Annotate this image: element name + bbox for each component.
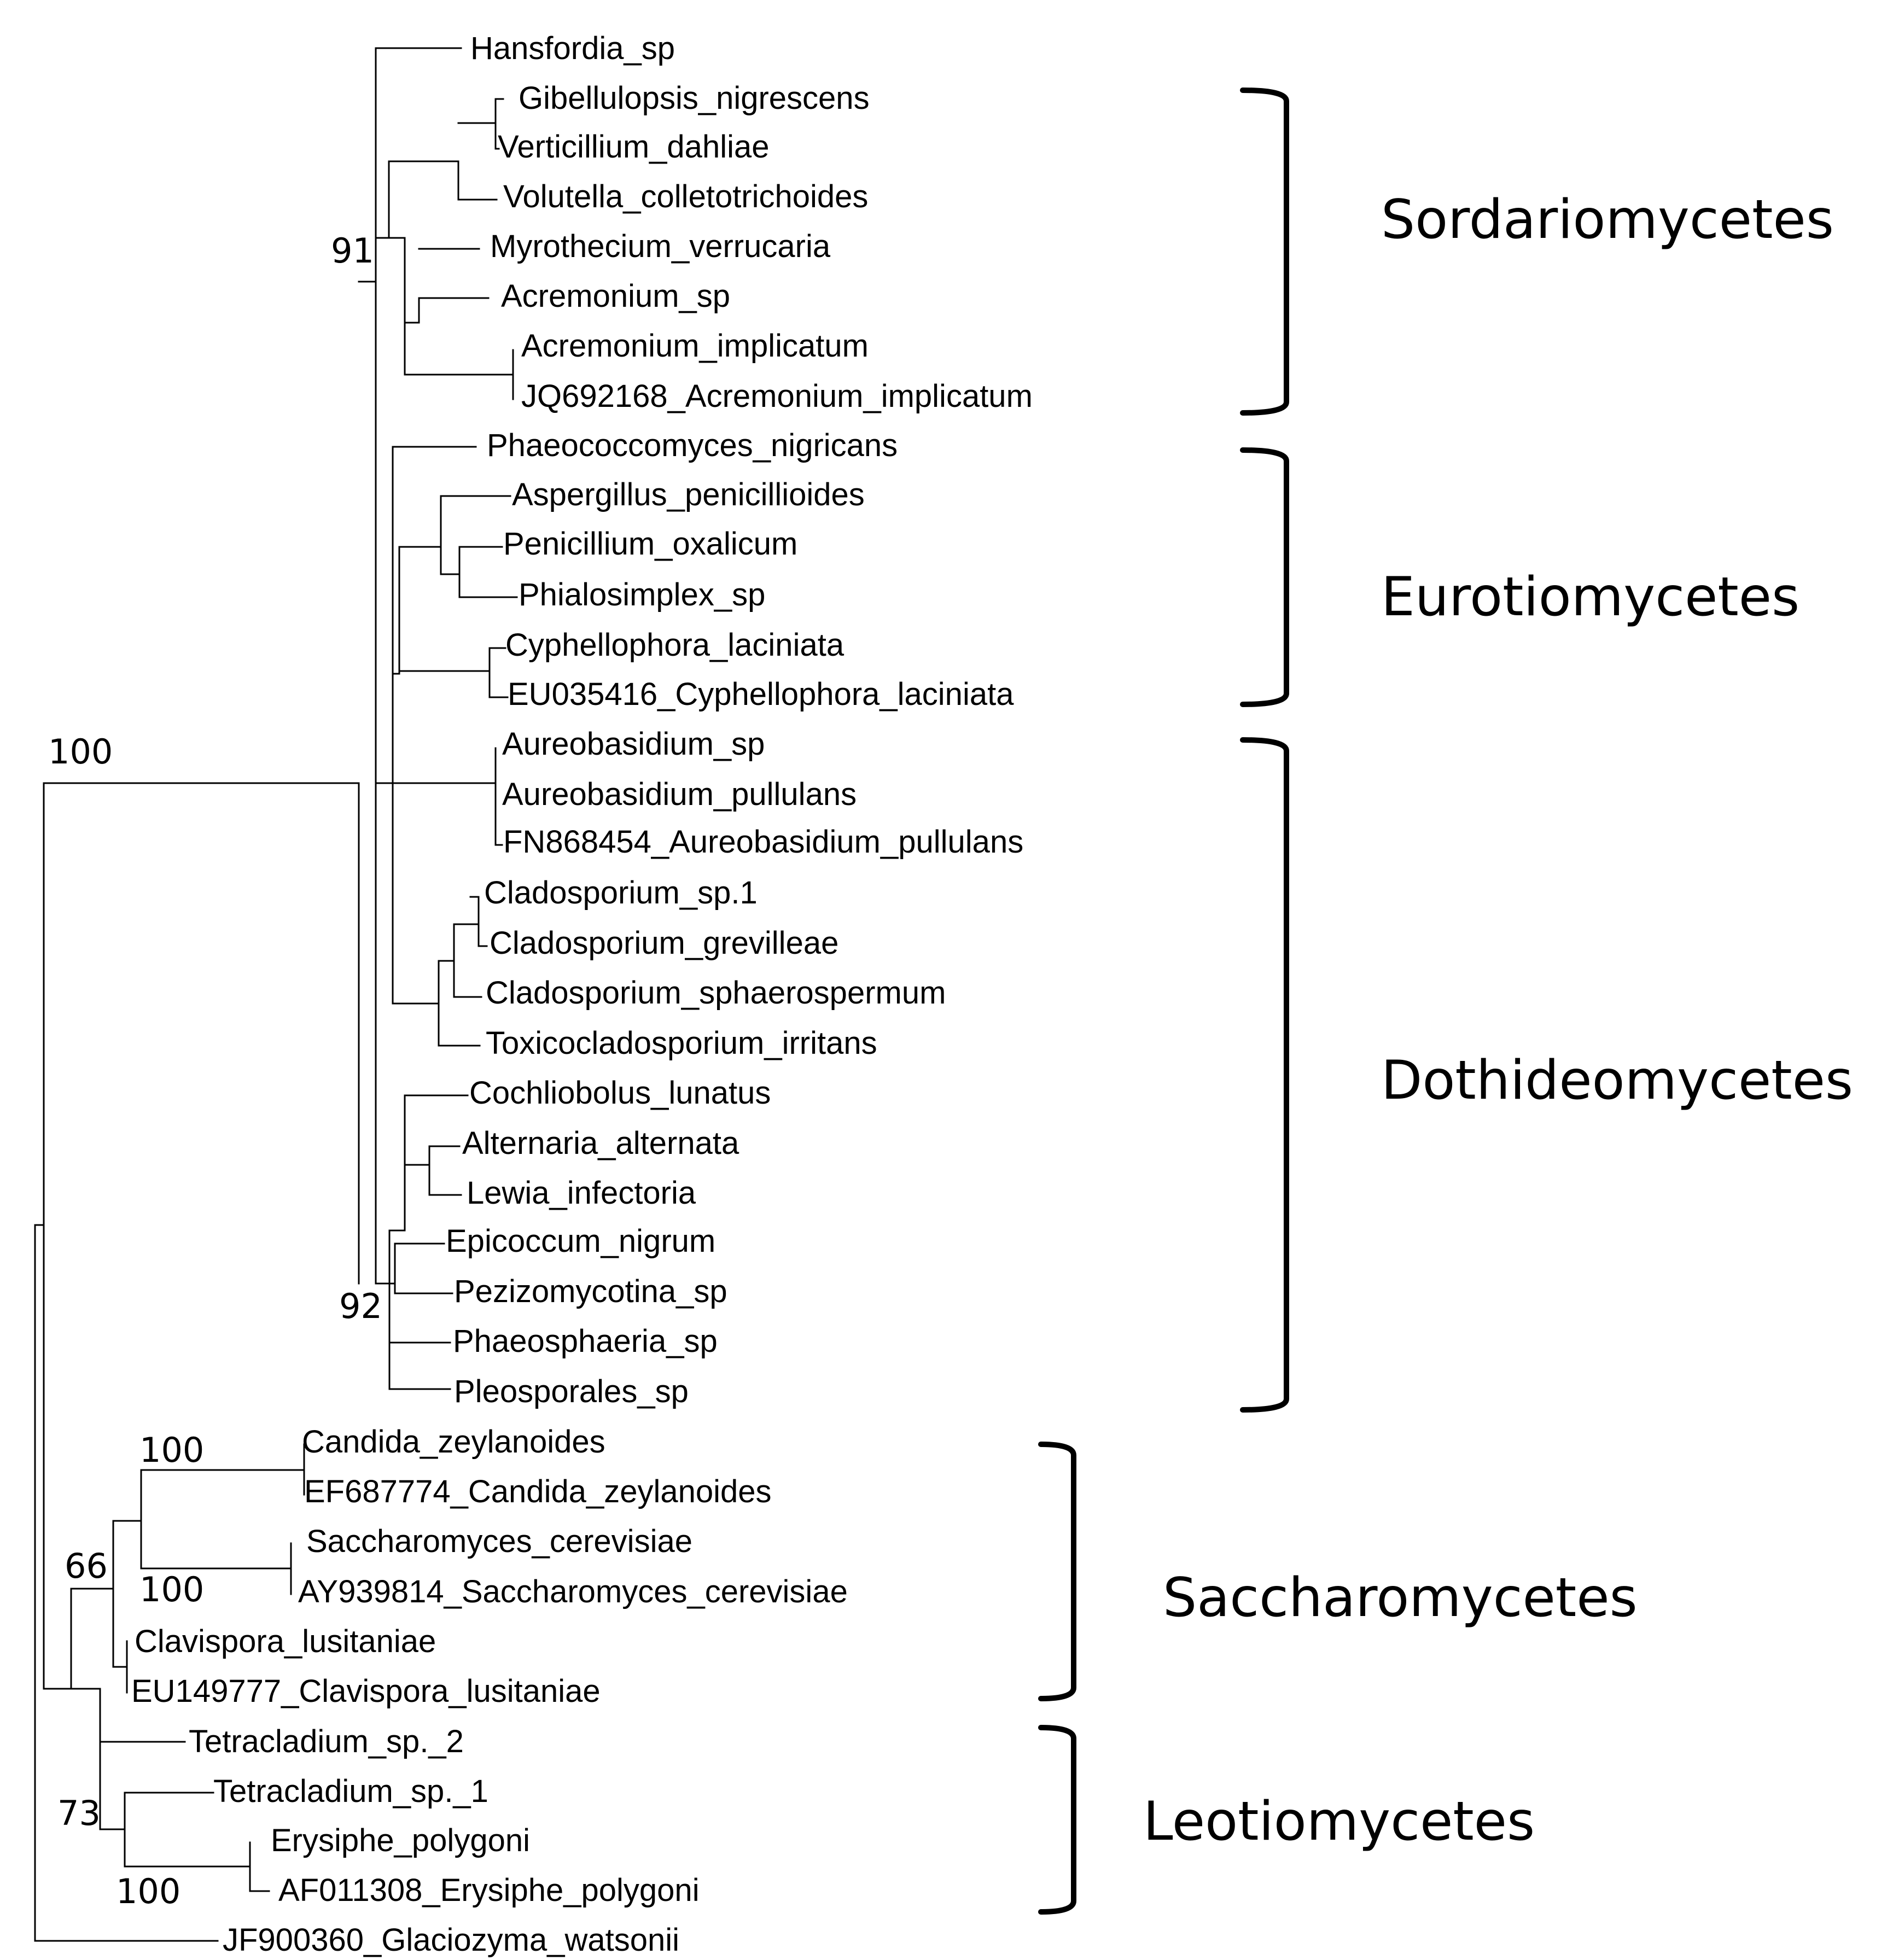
taxon-label: Phaeosphaeria_sp <box>453 1323 718 1359</box>
support-values: 100 91 92 100 100 66 73 100 <box>48 231 382 1911</box>
taxon-label: Cyphellophora_laciniata <box>505 627 844 663</box>
taxon-label: AF011308_Erysiphe_polygoni <box>278 1872 700 1908</box>
taxon-labels: Hansfordia_sp Gibellulopsis_nigrescens V… <box>131 31 1033 1958</box>
branch-erysiphe-2 <box>249 1865 270 1892</box>
taxon-label: Cladosporium_grevilleae <box>490 925 838 961</box>
branch-clavispora <box>112 1588 128 1668</box>
taxon-label: Alternaria_alternata <box>462 1125 739 1161</box>
taxon-label: Gibellulopsis_nigrescens <box>519 80 870 116</box>
clade-brackets <box>1038 88 1289 1915</box>
branch-acremonium-sp <box>404 322 514 376</box>
branch-aureobasidium <box>392 673 497 784</box>
taxon-label: Tetracladium_sp._2 <box>189 1724 464 1759</box>
branch-acremonium-group <box>388 237 490 324</box>
taxon-label: Phialosimplex_sp <box>519 577 765 612</box>
branch-cladosporium-sp1 <box>469 896 488 947</box>
taxon-label: Pleosporales_sp <box>454 1374 689 1409</box>
support-value: 66 <box>65 1546 108 1586</box>
taxon-label: Aureobasidium_pullulans <box>502 777 857 812</box>
branch-gibellulopsis <box>494 98 500 150</box>
taxon-label: Phaeococcomyces_nigricans <box>487 428 898 463</box>
taxon-label: AY939814_Saccharomyces_cerevisiae <box>298 1574 848 1609</box>
bracket-dothideomycetes <box>1240 737 1289 1413</box>
taxon-label: Hansfordia_sp <box>470 31 675 66</box>
bracket-leotiomycetes <box>1038 1725 1076 1915</box>
support-value: 73 <box>57 1793 101 1833</box>
clade-label-eurotiomycetes: Eurotiomycetes <box>1381 566 1799 628</box>
taxon-label: Candida_zeylanoides <box>302 1424 605 1460</box>
branch-pezizomycotina-sp <box>394 1242 453 1294</box>
support-value: 92 <box>339 1286 382 1326</box>
branch-erysiphe <box>124 1828 251 1868</box>
taxon-label: EU035416_Cyphellophora_laciniata <box>508 676 1014 712</box>
taxon-label: Tetracladium_sp._1 <box>213 1774 488 1809</box>
clade-label-saccharomycetes: Saccharomycetes <box>1163 1567 1638 1629</box>
taxon-label: Cochliobolus_lunatus <box>469 1075 771 1111</box>
taxon-label: Saccharomyces_cerevisiae <box>306 1524 692 1559</box>
branch-alternaria <box>404 1145 461 1166</box>
branch-node-verticillium <box>457 98 504 124</box>
taxon-label: Verticillium_dahliae <box>498 129 769 165</box>
support-value: 91 <box>331 231 374 271</box>
branch-cladosporium-grevilleae <box>453 960 482 998</box>
branch-root-outgroup <box>34 1224 219 1942</box>
taxon-label: Aspergillus_penicillioides <box>512 477 865 512</box>
taxon-label: Myrothecium_verrucaria <box>490 229 831 264</box>
clade-label-dothideomycetes: Dothideomycetes <box>1381 1049 1853 1112</box>
taxon-label: Toxicocladosporium_irritans <box>486 1025 877 1061</box>
branch-epicoccum <box>388 1242 445 1285</box>
tree-branches <box>34 47 518 1942</box>
taxon-label: FN868454_Aureobasidium_pullulans <box>503 824 1023 860</box>
support-value: 100 <box>139 1430 204 1470</box>
branch-leotiomycetes <box>70 1588 186 1743</box>
taxon-label: Cladosporium_sphaerospermum <box>486 975 946 1011</box>
branch-cladosporium-node <box>392 782 480 1005</box>
taxon-label: Lewia_infectoria <box>467 1175 696 1211</box>
taxon-label: Acremonium_sp <box>501 278 730 314</box>
taxon-label: Cladosporium_sp.1 <box>484 875 758 911</box>
branch-pleosporales-node <box>375 782 391 1285</box>
taxon-label: Penicillium_oxalicum <box>503 526 797 562</box>
branch-aureobasidium-2 <box>494 782 503 846</box>
clade-label-leotiomycetes: Leotiomycetes <box>1143 1790 1535 1853</box>
branch-cladosporium-sphaerospermum <box>438 1002 481 1047</box>
taxon-label: Volutella_colletotrichoides <box>503 179 868 214</box>
taxon-label: Pezizomycotina_sp <box>454 1274 727 1309</box>
taxon-label: Clavispora_lusitaniae <box>135 1624 436 1659</box>
taxon-label: Erysiphe_polygoni <box>271 1823 530 1858</box>
taxon-label: Epicoccum_nigrum <box>446 1223 715 1259</box>
bracket-sordariomycetes <box>1240 88 1289 416</box>
taxon-label: EF687774_Candida_zeylanoides <box>304 1474 772 1509</box>
branch-saccharomyces-group <box>140 1520 292 1570</box>
taxon-label: JF900360_Glaciozyma_watsonii <box>223 1922 679 1958</box>
bracket-eurotiomycetes <box>1240 447 1289 707</box>
support-value: 100 <box>116 1871 180 1911</box>
branch-aspergillus-group <box>398 495 511 548</box>
taxon-label: EU149777_Clavispora_lusitaniae <box>131 1673 601 1709</box>
clade-label-sordariomycetes: Sordariomycetes <box>1381 189 1834 251</box>
branch-penicillium-group <box>440 546 503 575</box>
branch-eurotiomycetes-node <box>392 546 400 675</box>
support-value: 100 <box>48 732 113 772</box>
branch-backbone <box>375 446 477 784</box>
branch-sordariomycetes <box>375 160 462 239</box>
branch-cyphellophora <box>398 573 506 672</box>
taxon-label: Aureobasidium_sp <box>502 726 765 762</box>
support-value: 100 <box>139 1570 204 1609</box>
branch-cochliobolus <box>388 1094 469 1232</box>
branch-lewia <box>428 1145 462 1196</box>
taxon-label: Acremonium_implicatum <box>521 328 869 364</box>
clade-labels: Sordariomycetes Eurotiomycetes Dothideom… <box>1143 189 1853 1853</box>
branch-cyphellophora-2 <box>488 670 509 698</box>
bracket-saccharomycetes <box>1038 1442 1076 1701</box>
branch-yeast-leotio-node <box>43 1520 142 1690</box>
taxon-label: JQ692168_Acremonium_implicatum <box>521 378 1033 414</box>
branch-phialosimplex <box>458 573 518 598</box>
branch-pezizomycotina <box>43 782 360 1285</box>
